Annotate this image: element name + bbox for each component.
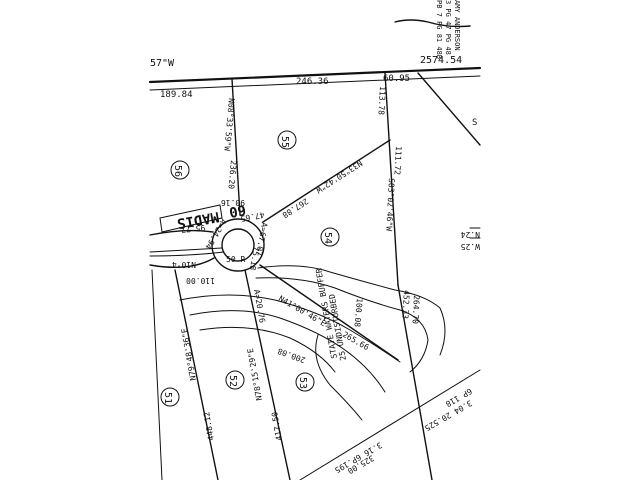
lot55-diagonal (262, 139, 391, 223)
lot55-diag-bearing: N33°50'42"W (314, 158, 363, 195)
book-ref: 3 PG 47 PG 48 (444, 0, 452, 55)
street-dim-c: N10°4 (172, 260, 196, 269)
lot-52-circle (225, 370, 245, 390)
lot-54-circle (320, 227, 340, 247)
lot52-53-line (244, 269, 291, 480)
lot-number: 51 (162, 392, 173, 404)
creek-line-4 (189, 310, 386, 393)
lot54-east-2: 264.70 (410, 295, 421, 325)
arc-5: A=20.76 (252, 289, 267, 324)
right-diagonal (417, 72, 481, 146)
lot-53-circle (295, 372, 315, 392)
lot-number: 52 (227, 375, 238, 387)
lot52-west-length: 448.12 (202, 411, 216, 441)
street-north-edge (149, 229, 214, 236)
lot51-52-line (174, 269, 219, 480)
top-boundary-line (148, 66, 482, 84)
creek-line-3 (179, 294, 401, 363)
corner-mark: S (472, 118, 477, 128)
cul-de-sac-outer (211, 218, 265, 272)
lot-55-circle (277, 130, 297, 150)
street-name: MADIS (176, 208, 220, 231)
lot53-54-line (259, 264, 399, 361)
lot52-east-length: 417.50 (270, 411, 284, 441)
lot-number: 55 (279, 136, 290, 148)
top-ink-stroke (394, 19, 471, 28)
lot54-east-1: 452.33 (400, 290, 411, 320)
lot-left-line (151, 269, 163, 480)
right-dim-a: N.24 (461, 230, 480, 239)
cul-de-sac-inner (221, 228, 255, 262)
lot-number: 56 (172, 165, 183, 177)
lot-51-circle (160, 387, 180, 407)
seg-3: 60.95 (383, 74, 410, 84)
top-total: 2574.54 (420, 55, 462, 66)
owner-note: AMY ANDERSON (453, 0, 461, 51)
right-dim-b: W.25 (461, 242, 480, 251)
lot-number: 54 (322, 232, 333, 244)
lot53-inner-2: 200.08 (276, 346, 306, 364)
lot52-east-bearing: N78°15'29"E (246, 347, 264, 401)
lot55-east-bearing: S03°02'46"W (384, 178, 396, 232)
top-boundary-inner (149, 75, 481, 91)
creek-loop (315, 334, 363, 421)
arc-4: 75.18 (248, 246, 261, 271)
lot55-north-length: 113.78 (376, 86, 387, 116)
top-bearing: 57"W (150, 58, 175, 69)
lot53-inner-1: 100.08 (352, 298, 364, 328)
street-dim-a: 95.77 (181, 223, 206, 234)
street-center-b (149, 251, 225, 257)
lot55-east-line (384, 72, 399, 286)
creek-line-2 (255, 277, 429, 373)
plat-ref: PB 7 PG 81 48B (435, 0, 443, 59)
street-center-a (149, 247, 223, 253)
street-dim-d: 110.00 (186, 276, 215, 285)
lot56-east-length: 236.20 (226, 160, 238, 190)
seg-1: 189.84 (160, 90, 193, 100)
radius: 50 R (226, 255, 245, 264)
lot52-west-bearing: N79°48'36"E (180, 327, 198, 381)
lot-56-circle (170, 160, 190, 180)
lot56-east-bearing: N08°33'59"W (222, 98, 236, 152)
creek-line-1 (257, 265, 446, 356)
street-label-box (159, 204, 223, 233)
bottom-right-line (299, 369, 481, 480)
street-number: 60 (228, 201, 247, 220)
creek-line-5 (199, 326, 336, 373)
street-south-edge (149, 257, 215, 269)
lot-number: 53 (297, 377, 308, 389)
lot54-east-line (397, 284, 433, 480)
lot55-east-length: 111.72 (392, 146, 403, 176)
seg-2: 246.36 (296, 77, 329, 87)
arc-2: 47.65 (240, 210, 265, 223)
arc-1: 90.16 (221, 198, 245, 207)
lot56-east-line (231, 78, 241, 216)
